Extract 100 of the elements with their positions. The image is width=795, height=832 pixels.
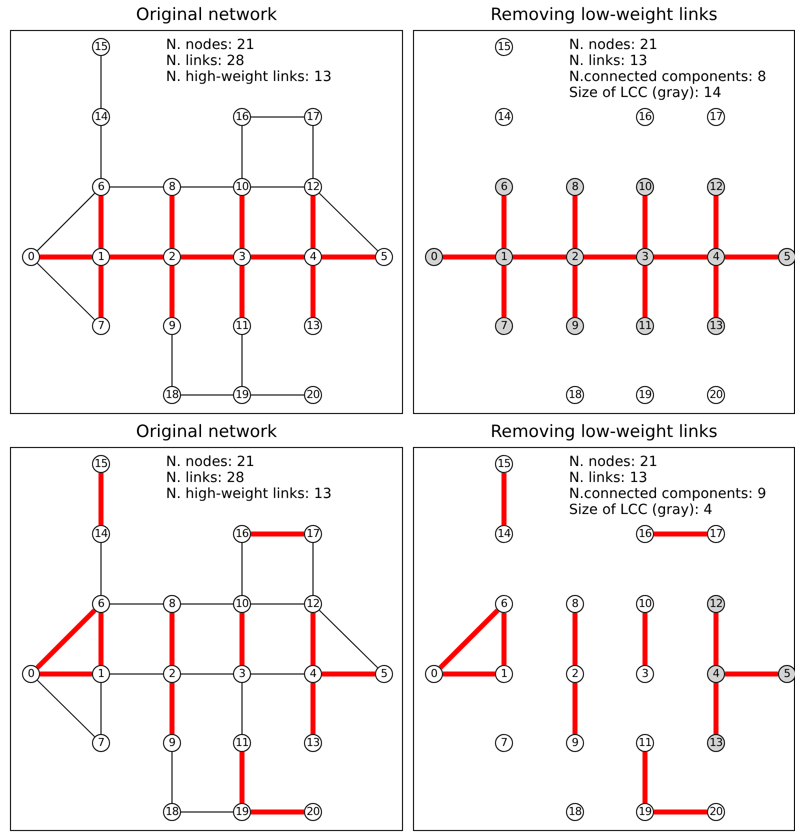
- stat-text: Size of LCC (gray): 4: [569, 502, 712, 518]
- node-circle: 12: [304, 178, 322, 196]
- link-line: [180, 186, 234, 188]
- node-circle: 8: [163, 178, 181, 196]
- link-line: [181, 254, 233, 260]
- link-line: [438, 608, 500, 670]
- link-line: [502, 196, 506, 248]
- link-line: [318, 192, 378, 252]
- panel-title: Original network: [135, 421, 278, 443]
- node-circle: 5: [375, 665, 393, 683]
- node-circle: 18: [566, 803, 584, 821]
- node-circle: 1: [92, 248, 110, 266]
- node-circle: 2: [566, 665, 584, 683]
- node-circle: 2: [163, 665, 181, 683]
- node-circle: 4: [304, 665, 322, 683]
- node-circle: 15: [92, 38, 110, 56]
- node-circle: 18: [566, 386, 584, 404]
- node-circle: 4: [707, 665, 725, 683]
- node-circle: 6: [495, 595, 513, 613]
- node-circle: 14: [495, 525, 513, 543]
- node-circle: 10: [636, 178, 654, 196]
- node-circle: 16: [233, 525, 251, 543]
- node-circle: 13: [707, 317, 725, 335]
- link-line: [502, 613, 506, 665]
- node-circle: 3: [636, 248, 654, 266]
- link-line: [170, 683, 174, 734]
- panel-title: Removing low-weight links: [489, 4, 719, 26]
- link-line: [98, 196, 104, 248]
- stat-text: Size of LCC (gray): 14: [569, 85, 722, 101]
- stat-text: N. high-weight links: 13: [166, 69, 332, 85]
- node-circle: 20: [304, 803, 322, 821]
- link-line: [502, 473, 506, 525]
- node-circle: 5: [778, 665, 795, 683]
- link-line: [251, 810, 304, 814]
- node-circle: 1: [495, 248, 513, 266]
- link-line: [318, 610, 378, 668]
- link-line: [36, 192, 96, 252]
- link-line: [250, 186, 304, 188]
- node-circle: 20: [304, 386, 322, 404]
- node-circle: 7: [495, 734, 513, 752]
- node-circle: 15: [495, 455, 513, 473]
- link-line: [98, 473, 104, 525]
- node-circle: 0: [22, 248, 40, 266]
- link-line: [251, 532, 304, 536]
- link-line: [36, 262, 96, 320]
- node-circle: 9: [566, 734, 584, 752]
- node-circle: 11: [233, 317, 251, 335]
- node-circle: 13: [304, 317, 322, 335]
- node-circle: 14: [92, 525, 110, 543]
- stat-text: N.connected components: 8: [569, 69, 766, 85]
- link-line: [98, 613, 104, 665]
- node-circle: 20: [707, 803, 725, 821]
- node-circle: 2: [163, 248, 181, 266]
- node-circle: 17: [707, 108, 725, 126]
- link-line: [100, 542, 102, 596]
- panel-title: Removing low-weight links: [489, 421, 719, 443]
- link-line: [502, 266, 506, 317]
- link-line: [310, 613, 316, 665]
- link-line: [170, 613, 174, 665]
- link-line: [40, 672, 92, 676]
- link-line: [725, 254, 778, 260]
- panel-title: Original network: [135, 4, 278, 26]
- link-line: [310, 196, 316, 248]
- link-line: [170, 196, 174, 248]
- stat-text: N. nodes: 21: [166, 454, 255, 470]
- link-line: [180, 394, 234, 396]
- node-circle: 8: [163, 595, 181, 613]
- link-line: [572, 266, 578, 317]
- node-circle: 14: [495, 108, 513, 126]
- stat-text: N. links: 13: [569, 470, 648, 486]
- node-circle: 17: [707, 525, 725, 543]
- stat-text: N. links: 13: [569, 53, 648, 69]
- stat-text: N. links: 28: [166, 53, 244, 69]
- link-line: [572, 196, 578, 248]
- node-circle: 9: [163, 734, 181, 752]
- link-line: [310, 266, 316, 317]
- node-circle: 19: [636, 803, 654, 821]
- stat-text: N. nodes: 21: [569, 454, 658, 470]
- node-circle: 6: [92, 178, 110, 196]
- link-line: [654, 254, 707, 260]
- link-line: [100, 682, 102, 734]
- node-circle: 15: [92, 455, 110, 473]
- node-circle: 19: [233, 803, 251, 821]
- link-line: [312, 542, 314, 596]
- link-line: [443, 254, 495, 260]
- link-line: [572, 683, 578, 734]
- node-circle: 9: [566, 317, 584, 335]
- node-circle: 16: [636, 525, 654, 543]
- link-line: [240, 752, 244, 803]
- link-line: [725, 672, 778, 676]
- node-circle: 11: [233, 734, 251, 752]
- node-circle: 8: [566, 595, 584, 613]
- link-line: [98, 266, 104, 317]
- node-circle: 10: [233, 595, 251, 613]
- node-circle: 12: [304, 595, 322, 613]
- stat-text: N. nodes: 21: [569, 37, 658, 53]
- node-circle: 9: [163, 317, 181, 335]
- node-circle: 10: [636, 595, 654, 613]
- stat-text: N. links: 28: [166, 470, 244, 486]
- node-circle: 7: [92, 734, 110, 752]
